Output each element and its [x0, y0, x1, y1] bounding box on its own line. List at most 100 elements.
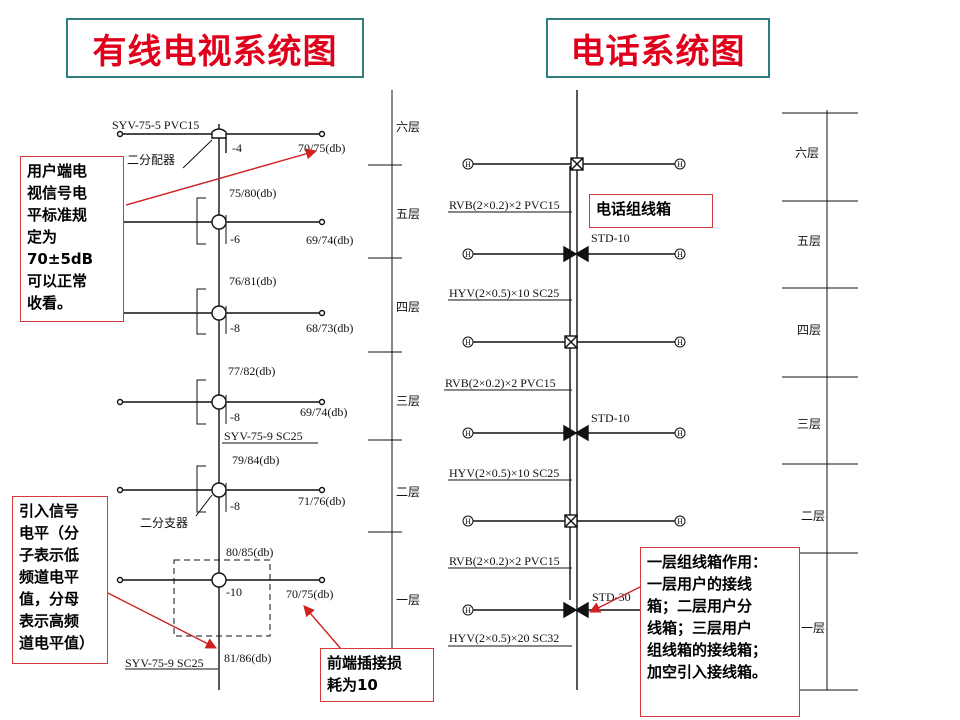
cable-label-4: HYV(2×0.5)×10 SC25	[449, 466, 559, 480]
splitter-leader	[182, 139, 213, 169]
catv-diagram	[116, 90, 402, 690]
arrow-entry-level	[97, 587, 217, 649]
catv-floor-5: 五层	[396, 207, 420, 221]
out-level-5f: 69/74(db)	[306, 233, 353, 247]
catv-labels: SYV-75-5 PVC15 二分配器 -4 70/75(db) 75/80(d…	[112, 118, 420, 670]
std-box-5f	[563, 245, 589, 263]
phone-outlet-icon: H	[462, 248, 474, 260]
dashed-box-1f	[173, 559, 271, 637]
in-level-2f: 79/84(db)	[232, 453, 279, 467]
entry-level: 81/86(db)	[224, 651, 271, 665]
out-level-4f: 68/73(db)	[306, 321, 353, 335]
phone-outlet-symbol: H	[465, 606, 471, 615]
note-insertion-loss: 前端插接损 耗为10	[320, 648, 434, 702]
in-level-1f: 80/85(db)	[226, 545, 273, 559]
std-label-5f: STD-10	[591, 231, 630, 245]
std-box-3f	[563, 424, 589, 442]
catv-floor-6: 六层	[396, 120, 420, 134]
callout-arrows	[97, 148, 643, 665]
out-level-1f: 70/75(db)	[286, 587, 333, 601]
phone-ruler-ticks	[782, 112, 858, 691]
catv-branch-2f	[116, 465, 326, 517]
phone-floor-4: 四层	[797, 323, 821, 337]
phone-outlet-symbol: H	[677, 517, 683, 526]
phone-title: 电话系统图	[546, 18, 770, 78]
splitter-label: 二分配器	[127, 153, 175, 167]
catv-floor-3: 三层	[396, 394, 420, 408]
riser-cable-label: SYV-75-9 SC25	[224, 429, 303, 443]
phone-floor-1: 一层	[801, 621, 825, 635]
splitter-level: 70/75(db)	[298, 141, 345, 155]
entry-cable-label: SYV-75-9 SC25	[125, 656, 204, 670]
in-level-5f: 75/80(db)	[229, 186, 276, 200]
phone-outlet-symbol: H	[465, 160, 471, 169]
phone-outlet-icon: H	[674, 427, 686, 439]
arrow-first-floor-box	[588, 585, 643, 613]
phone-outlet-icon: H	[674, 515, 686, 527]
in-level-3f: 77/82(db)	[228, 364, 275, 378]
note-entry-level: 引入信号 电平（分 子表示低 频道电平 值，分母 表示高频 道电平值）	[12, 496, 108, 664]
note-user-level: 用户端电 视信号电 平标准规 定为 70±5dB 可以正常 收看。	[20, 156, 124, 322]
phone-outlet-symbol: H	[465, 338, 471, 347]
catv-branch-1f	[116, 559, 326, 637]
loss-2f: -8	[230, 499, 240, 513]
arrow-user-level	[125, 148, 318, 206]
phone-outlet-symbol: H	[677, 429, 683, 438]
in-level-4f: 76/81(db)	[229, 274, 276, 288]
note-first-floor-box: 一层组线箱作用： 一层用户的接线 箱；二层用户分 线箱；三层用户 组线箱的接线箱…	[640, 547, 800, 717]
cable-label-2: HYV(2×0.5)×10 SC25	[449, 286, 559, 300]
phone-outlet-icon: H	[462, 158, 474, 170]
tap-symbol	[211, 214, 227, 230]
phone-outlet-icon: H	[674, 248, 686, 260]
out-level-3f: 69/74(db)	[300, 405, 347, 419]
catv-branch-5f	[116, 197, 326, 245]
phone-floor-2: 二层	[801, 509, 825, 523]
phone-outlet-icon: H	[462, 336, 474, 348]
note-junction-box: 电话组线箱	[589, 194, 713, 228]
catv-floor-1: 一层	[396, 593, 420, 607]
catv-title: 有线电视系统图	[66, 18, 364, 78]
splitter-loss: -4	[232, 141, 242, 155]
phone-outlet-symbol: H	[677, 250, 683, 259]
catv-branch-4f	[116, 288, 326, 335]
catv-ruler-ticks	[368, 164, 402, 533]
loss-3f: -8	[230, 410, 240, 424]
cable-label-3: RVB(2×0.2)×2 PVC15	[445, 376, 556, 390]
std-label-3f: STD-10	[591, 411, 630, 425]
loss-4f: -8	[230, 321, 240, 335]
cable-label-5: RVB(2×0.2)×2 PVC15	[449, 554, 560, 568]
top-cable-label: SYV-75-5 PVC15	[112, 118, 199, 132]
phone-outlet-symbol: H	[465, 250, 471, 259]
phone-diagram	[444, 90, 858, 691]
phone-outlet-icon: H	[674, 336, 686, 348]
loss-1f: -10	[226, 585, 242, 599]
phone-floor-5: 五层	[797, 234, 821, 248]
catv-floor-2: 二层	[396, 485, 420, 499]
phone-outlet-icon: H	[462, 515, 474, 527]
phone-outlet-symbol: H	[677, 160, 683, 169]
catv-branch-3f	[116, 379, 326, 425]
cable-label-6: HYV(2×0.5)×20 SC32	[449, 631, 559, 645]
phone-outlet-icon: H	[462, 427, 474, 439]
catv-top-outlet-right	[318, 130, 326, 138]
tap-label: 二分支器	[140, 516, 188, 530]
phone-outlet-symbol: H	[677, 338, 683, 347]
junction-box-symbol-2f	[564, 514, 578, 528]
catv-floor-4: 四层	[396, 300, 420, 314]
phone-outlet-icon: H	[674, 158, 686, 170]
splitter-symbol	[211, 128, 227, 139]
catv-top-outlet-left	[116, 130, 124, 138]
phone-labels: RVB(2×0.2)×2 PVC15 HYV(2×0.5)×10 SC25 RV…	[445, 146, 825, 645]
loss-5f: -6	[230, 232, 240, 246]
cable-label-1: RVB(2×0.2)×2 PVC15	[449, 198, 560, 212]
junction-box-symbol-6f	[570, 157, 584, 171]
junction-box-symbol-4f	[564, 335, 578, 349]
out-level-2f: 71/76(db)	[298, 494, 345, 508]
std-box-1f	[563, 601, 589, 619]
phone-floor-6: 六层	[795, 146, 819, 160]
std-label-1f: STD-30	[592, 590, 631, 604]
phone-outlet-symbol: H	[465, 517, 471, 526]
phone-outlet-icon: H	[462, 604, 474, 616]
phone-outlet-symbol: H	[465, 429, 471, 438]
